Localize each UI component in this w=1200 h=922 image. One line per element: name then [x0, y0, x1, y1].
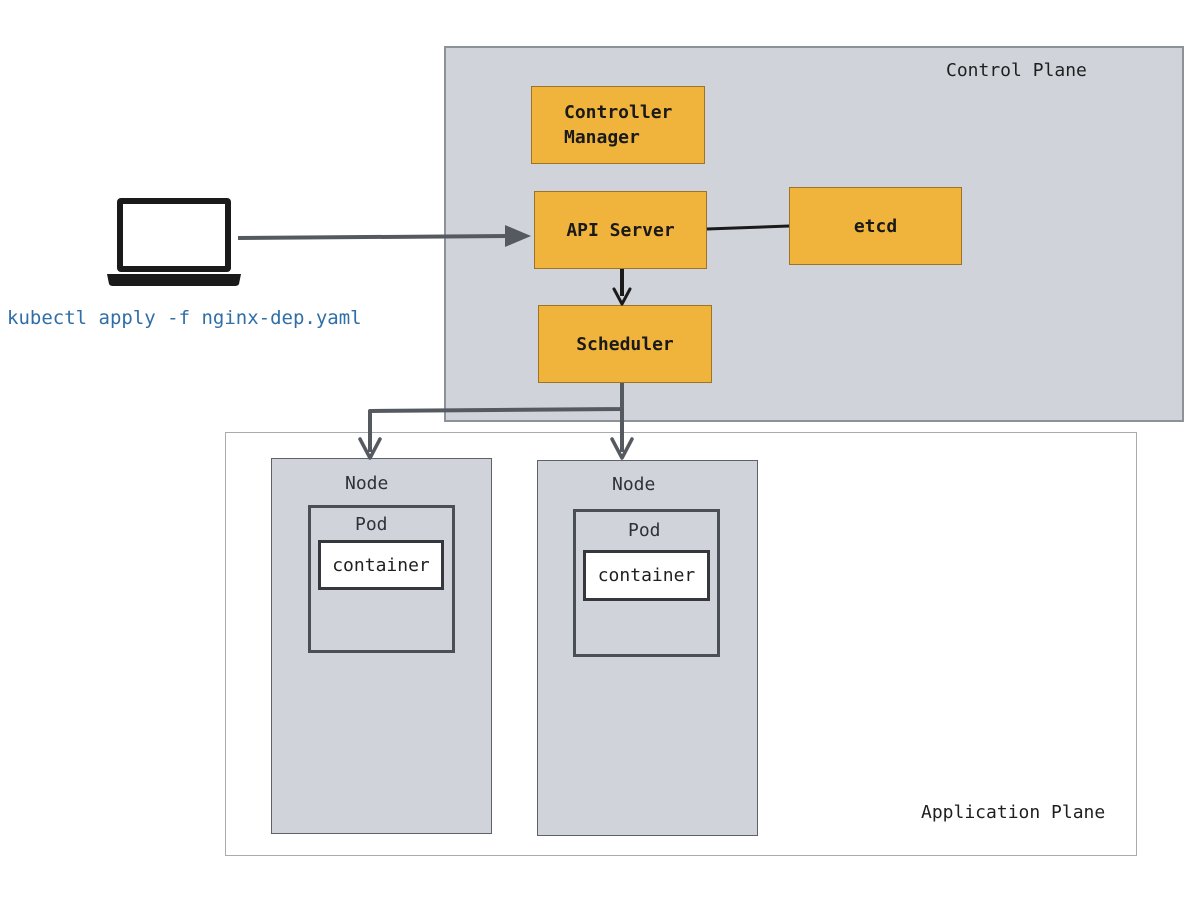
laptop-icon [107, 198, 241, 286]
pod-box [573, 509, 720, 657]
pod-box [308, 505, 455, 653]
application-plane-label: Application Plane [921, 802, 1106, 823]
pod-label: Pod [355, 514, 388, 535]
kubectl-command: kubectl apply -f nginx-dep.yaml [7, 307, 362, 329]
etcd-box: etcd [789, 187, 962, 265]
container-box: container [318, 540, 444, 590]
control-plane-label: Control Plane [946, 60, 1087, 81]
container-box: container [583, 550, 710, 601]
controller-manager-box: Controller Manager [531, 86, 705, 164]
node-label: Node [345, 473, 389, 494]
node-box [271, 458, 492, 834]
pod-label: Pod [628, 520, 661, 541]
node-label: Node [612, 474, 656, 495]
api-server-box: API Server [534, 191, 707, 269]
scheduler-box: Scheduler [538, 305, 712, 383]
